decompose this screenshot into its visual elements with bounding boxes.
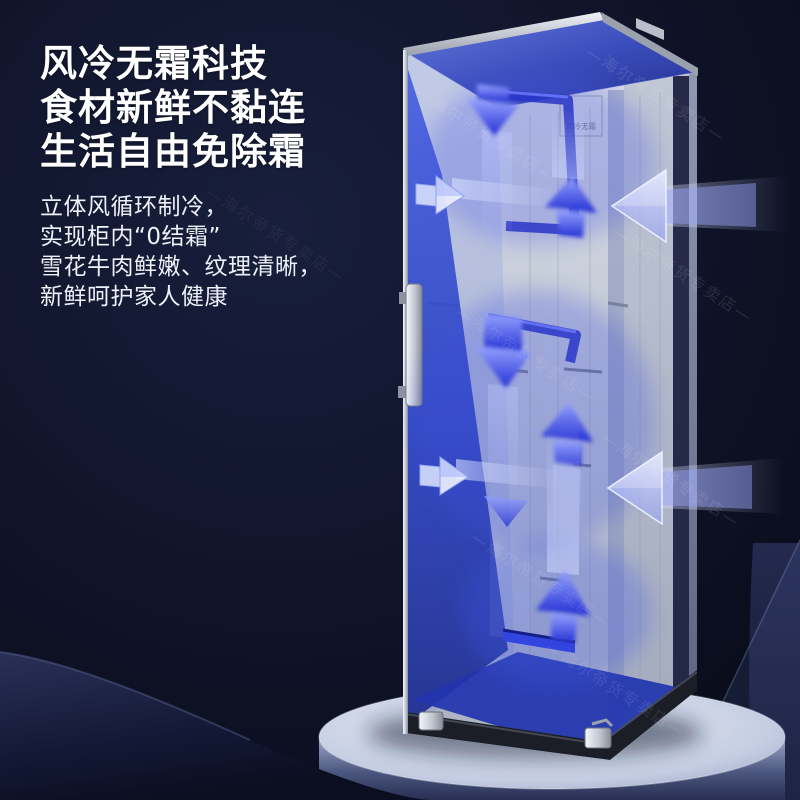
inflow-right-arrow-top [610,168,788,244]
leveling-feet [418,711,614,749]
headline-line-3: 生活自由免除霜 [40,130,306,173]
headline: 风冷无霜科技 食材新鲜不黏连 生活自由免除霜 [40,42,322,174]
down-arrow-icon [467,84,519,136]
airflow-arrows [415,75,788,687]
up-arrow-icon [536,570,590,643]
description-line-4: 新鲜呵护家人健康 [40,284,228,310]
inflow-left-arrow-bottom [419,456,564,496]
headline-line-2: 食材新鲜不黏连 [40,86,306,129]
hinge-cover [636,18,664,40]
down-arrow-icon [474,314,532,388]
marketing-copy: 风冷无霜科技 食材新鲜不黏连 生活自由免除霜 立体风循环制冷， 实现柜内“0结霜… [40,42,322,312]
top-rim-left [403,12,604,56]
description-line-1: 立体风循环制冷， [40,194,228,220]
door-handle[interactable] [398,283,423,407]
description-line-2: 实现柜内“0结霜” [40,224,221,250]
description: 立体风循环制冷， 实现柜内“0结霜” 雪花牛肉鲜嫩、纹理清晰， 新鲜呵护家人健康 [40,192,322,312]
top-rim-right [601,12,698,76]
inflow-right-arrow-bottom [606,450,784,526]
circulation-bottom [502,420,590,653]
inflow-left-arrow-top [415,175,560,215]
description-line-3: 雪花牛肉鲜嫩、纹理清晰， [40,254,322,280]
headline-line-1: 风冷无霜科技 [40,42,268,85]
foreground-slab [0,651,430,800]
